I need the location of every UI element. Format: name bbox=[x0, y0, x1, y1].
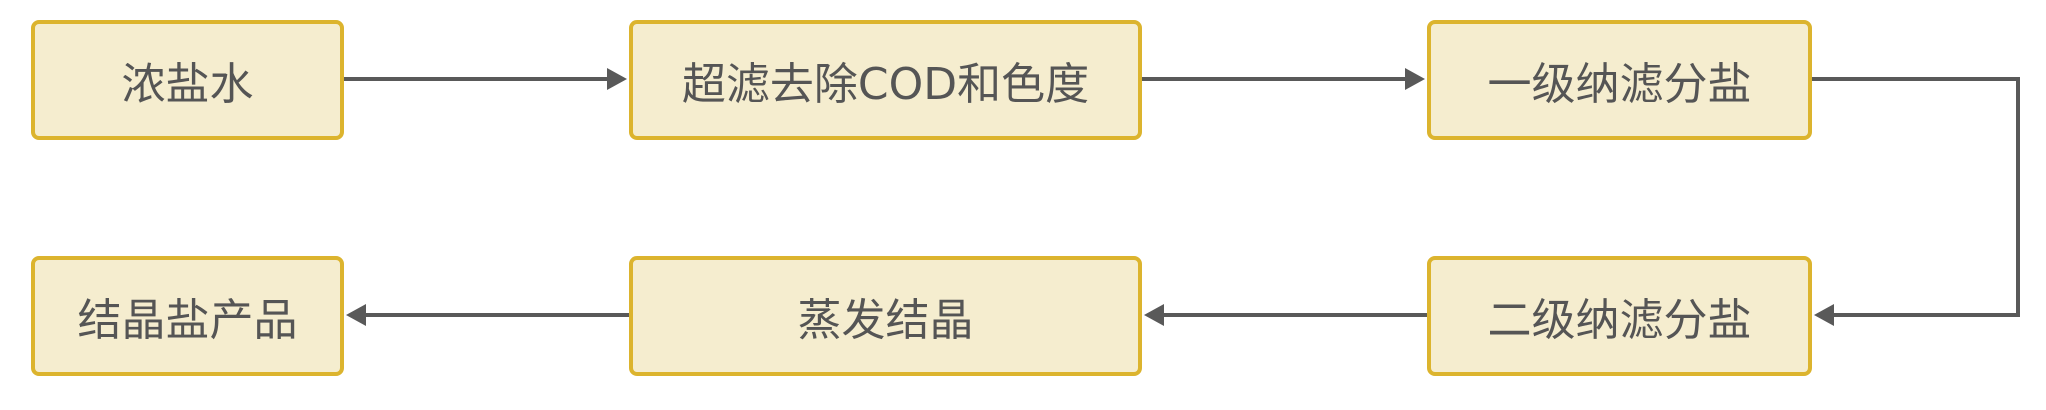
node-label-stage1-nanofiltration: 一级纳滤分盐 bbox=[1487, 59, 1752, 110]
arrowhead-ultrafiltration bbox=[607, 68, 627, 90]
node-label-crystal-salt-product: 结晶盐产品 bbox=[77, 295, 298, 346]
arrowhead-stage2 bbox=[1814, 304, 1834, 326]
arrowhead-evaporation bbox=[1144, 304, 1164, 326]
edge-stage1-to-stage2 bbox=[1812, 77, 2020, 317]
node-crystal-salt-product: 结晶盐产品 bbox=[31, 256, 344, 376]
node-stage1-nanofiltration: 一级纳滤分盐 bbox=[1427, 20, 1812, 140]
node-label-concentrated-brine: 浓盐水 bbox=[121, 59, 254, 110]
node-stage2-nanofiltration: 二级纳滤分盐 bbox=[1427, 256, 1812, 376]
node-concentrated-brine: 浓盐水 bbox=[31, 20, 344, 140]
node-label-evaporation-crystallization: 蒸发结晶 bbox=[797, 295, 974, 346]
arrowhead-stage1 bbox=[1405, 68, 1425, 90]
node-evaporation-crystallization: 蒸发结晶 bbox=[629, 256, 1142, 376]
node-label-ultrafiltration: 超滤去除COD和色度 bbox=[681, 59, 1090, 110]
node-label-stage2-nanofiltration: 二级纳滤分盐 bbox=[1487, 295, 1752, 346]
arrowhead-salt-product bbox=[346, 304, 366, 326]
node-ultrafiltration: 超滤去除COD和色度 bbox=[629, 20, 1142, 140]
